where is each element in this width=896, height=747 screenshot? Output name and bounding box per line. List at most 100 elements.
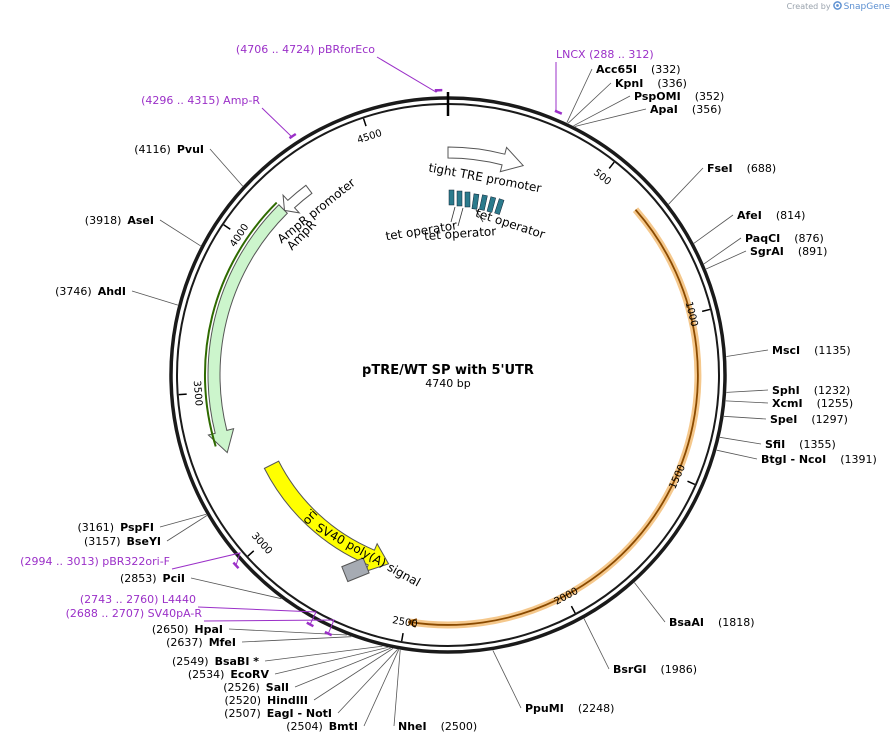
restriction-site[interactable]: BsrGI(1986) — [583, 618, 697, 676]
restriction-site[interactable]: MfeI(2637) — [166, 636, 352, 649]
tick-mark — [178, 393, 187, 396]
restriction-site[interactable]: PspFI(3161) — [78, 513, 207, 534]
restriction-site[interactable]: EcoRV(2534) — [188, 647, 388, 681]
restriction-site[interactable]: AhdI(3746) — [55, 285, 179, 306]
site-position: (3918) — [85, 214, 122, 227]
tick-mark — [608, 161, 615, 169]
restriction-site[interactable]: PciI(2853) — [120, 572, 282, 600]
tet-operator-label-b: tet operator — [424, 224, 497, 243]
tight-tre-promoter-arrow — [447, 146, 525, 173]
backbone-layer — [169, 92, 727, 654]
site-name: BseYI — [127, 535, 161, 548]
site-name: PvuI — [177, 143, 204, 156]
restriction-site[interactable]: BsaAI(1818) — [634, 582, 755, 629]
restriction-site[interactable]: PpuMI(2248) — [492, 650, 614, 715]
site-position: (3157) — [84, 535, 121, 548]
site-name: AhdI — [98, 285, 126, 298]
site-leader-line — [241, 636, 352, 643]
tet-operator-block — [471, 193, 480, 210]
restriction-site[interactable]: SalI(2526) — [223, 647, 391, 694]
restriction-site[interactable]: XcmI (1255) — [725, 397, 854, 410]
cds-arc-glow — [407, 207, 702, 629]
restriction-site[interactable]: EagI - NotI(2507) — [224, 649, 398, 720]
restriction-site[interactable]: KpnI (336) — [567, 77, 687, 124]
site-name: HpaI — [194, 623, 223, 636]
restriction-site[interactable]: Acc65I(332) — [566, 63, 681, 123]
site-position: (336) — [657, 77, 687, 90]
restriction-site[interactable]: HpaI(2650) — [152, 623, 347, 636]
primer-annotation[interactable]: (4706 .. 4724) pBRforEco — [236, 43, 443, 93]
snapgene-credit: Created by SnapGene — [787, 1, 890, 12]
tet-operator-leader — [450, 206, 456, 223]
site-leader-line — [131, 290, 179, 306]
restriction-site[interactable]: SpeI(1297) — [723, 413, 848, 426]
tick-mark — [247, 550, 255, 557]
tick-mark — [223, 224, 231, 230]
primer-annotation[interactable]: (2688 .. 2707) SV40pA-R — [66, 607, 335, 637]
tick-mark — [687, 480, 696, 486]
site-leader-line — [693, 214, 734, 244]
site-name: EagI - NotI — [267, 707, 332, 720]
restriction-site[interactable]: ApaI(356) — [574, 103, 722, 127]
tick-label: 2000 — [553, 586, 581, 608]
tick-mark — [701, 308, 711, 313]
tick-label: 4500 — [356, 128, 384, 146]
tick-label: 3000 — [249, 531, 274, 557]
site-name: FseI — [707, 162, 733, 175]
primer-label: (4706 .. 4724) pBRforEco — [236, 43, 375, 56]
restriction-site[interactable]: BtgI - NcoI(1391) — [716, 449, 877, 466]
primer-annotation[interactable]: (4296 .. 4315) Amp-R — [141, 94, 297, 140]
site-name: SgrAI — [750, 245, 784, 258]
credit-brand: SnapGene — [843, 1, 890, 12]
tet-operator-block — [494, 198, 505, 215]
restriction-site[interactable]: SphI(1232) — [726, 384, 851, 397]
site-name: MfeI — [209, 636, 236, 649]
primer-annotation[interactable]: (2994 .. 3013) pBR322ori-F — [20, 552, 241, 570]
site-leader-line — [209, 148, 244, 187]
restriction-site[interactable]: BsaBI *(2549) — [172, 645, 383, 668]
primer-binding-mark — [288, 132, 297, 140]
restriction-site[interactable]: PvuI (4116) — [134, 143, 244, 187]
site-position: (1986) — [660, 663, 697, 676]
restriction-site[interactable]: NheI(2500) — [393, 649, 477, 733]
site-leader-line — [583, 618, 610, 670]
site-position: (352) — [695, 90, 725, 103]
ori-arrow — [263, 460, 390, 573]
tet-operator-leader — [475, 209, 484, 223]
site-leader-line — [668, 167, 704, 205]
site-name: BtgI - NcoI — [761, 453, 826, 466]
primer-leader-line — [261, 107, 294, 138]
ampr-promoter-arrow — [282, 184, 313, 214]
primer-binding-mark — [306, 621, 314, 628]
site-leader-line — [159, 513, 207, 528]
restriction-site[interactable]: PaqCI(876) — [703, 232, 824, 265]
primer-annotation[interactable]: LNCX (288 .. 312) — [554, 48, 654, 115]
restriction-site[interactable]: AfeI(814) — [693, 209, 806, 244]
restriction-site[interactable]: SfiI(1355) — [719, 436, 836, 451]
site-position: (1297) — [811, 413, 848, 426]
tick-mark — [400, 632, 404, 642]
sv40-polya-box — [341, 557, 370, 583]
site-name: NheI — [398, 720, 427, 733]
site-position: (356) — [692, 103, 722, 116]
restriction-site[interactable]: SgrAI(891) — [705, 245, 827, 270]
site-position: (1355) — [799, 438, 836, 451]
restriction-site[interactable]: BmtI(2504) — [286, 649, 400, 733]
restriction-site[interactable]: HindIII(2520) — [224, 648, 394, 708]
site-leader-line — [264, 645, 383, 662]
primers-layer: (4706 .. 4724) pBRforEco (4296 .. 4315) A… — [20, 43, 654, 637]
restriction-site[interactable]: PspOMI(352) — [573, 90, 725, 127]
restriction-site[interactable]: FseI(688) — [668, 162, 777, 205]
site-position: (1255) — [817, 397, 854, 410]
restriction-site[interactable]: AseI(3918) — [85, 214, 201, 247]
site-name: PspFI — [120, 521, 154, 534]
primer-binding-mark — [324, 630, 333, 637]
site-name: XcmI — [772, 397, 803, 410]
site-position: (4116) — [134, 143, 171, 156]
tick-mark — [362, 118, 367, 127]
site-leader-line — [573, 95, 631, 127]
site-name: KpnI — [615, 77, 643, 90]
restriction-site[interactable]: MscI(1135) — [726, 344, 851, 357]
restriction-site[interactable]: BseYI (3157) — [84, 515, 208, 549]
site-leader-line — [166, 515, 208, 542]
